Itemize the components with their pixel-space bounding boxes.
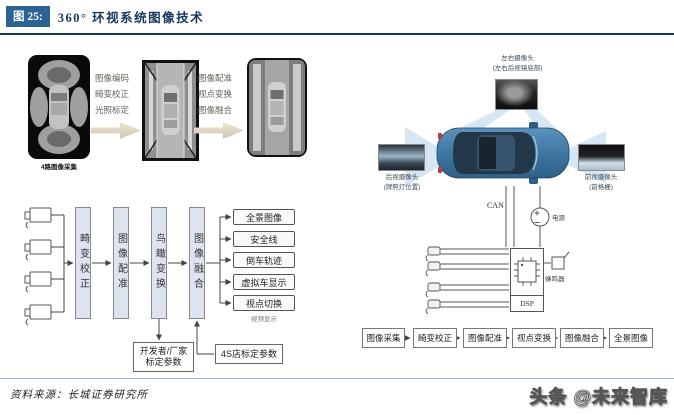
watermark-text: 头条 @未来智库 — [529, 387, 668, 408]
figure-header: 图 25: 360° 环视系统图像技术 — [6, 6, 204, 27]
pipeline-step-panorama: 全景图像 — [609, 328, 653, 348]
stage1-caption: 4路图像采集 — [40, 164, 78, 171]
arrow1-label-2: 畸变校正 — [94, 89, 129, 99]
rear-camera-photo — [378, 144, 425, 171]
pipeline-step-distortion: 畸变校正 — [413, 328, 457, 348]
side-mirror-camera-photo — [495, 79, 538, 110]
process-box-birdview-transform: 鸟瞰变换 — [151, 207, 167, 319]
process-box-distortion-correction: 畸变校正 — [75, 207, 91, 319]
dsp-label: DSP — [511, 295, 543, 311]
top-camera-label: 左右摄像头 (左右后视镜底部) — [470, 54, 565, 73]
dsp-chip-icon — [514, 257, 540, 286]
pipeline-step-fusion: 图像融合 — [560, 328, 604, 348]
dsp-unit-box: DSP — [510, 248, 544, 312]
output-box-reverse-track: 倒车轨迹 — [233, 252, 295, 268]
corrected-view-drawing — [145, 63, 196, 158]
source-note: 资料来源：长城证券研究所 — [10, 390, 148, 401]
corrected-view-image — [142, 60, 199, 161]
param-box-developer-line1: 开发者/厂家 — [139, 346, 188, 356]
block-arrow-icon — [91, 122, 141, 139]
arrow2-label-2: 视点变换 — [197, 89, 232, 99]
power-source-icon — [530, 207, 550, 227]
outputs-caption: 视频显示 — [251, 316, 277, 323]
can-bus-label: CAN — [487, 201, 504, 210]
output-box-safety-line: 安全线 — [233, 231, 295, 247]
output-box-viewpoint-switch: 视点切换 — [233, 295, 295, 311]
top-camera-label-line1: 左右摄像头 — [501, 55, 534, 62]
buzzer-label: 蜂鸣器 — [545, 276, 565, 283]
param-box-4s-shop: 4S店标定参数 — [215, 344, 283, 364]
output-box-panoramic-image: 全景图像 — [233, 209, 295, 225]
flowchart-camera-icons — [24, 207, 52, 326]
stitched-view-image — [247, 58, 307, 157]
arrow1-label-1: 图像编码 — [94, 73, 129, 83]
header-rule — [0, 33, 674, 35]
rear-camera-label: 后视摄像头 (牌照灯位置) — [366, 173, 438, 192]
param-box-developer-line2: 标定参数 — [145, 357, 182, 367]
figure-title: 360° 环视系统图像技术 — [57, 11, 205, 25]
front-camera-label-line1: 前视摄像头 — [584, 174, 618, 181]
process-box-image-fusion: 图像融合 — [189, 207, 205, 319]
buzzer-icon — [551, 251, 570, 270]
front-camera-label: 前视摄像头 (前格栅) — [565, 173, 637, 192]
pipeline-step-registration: 图像配准 — [463, 328, 507, 348]
footer-rule — [0, 378, 674, 379]
figure-badge: 图 25: — [6, 6, 50, 27]
param-box-developer: 开发者/厂家 标定参数 — [133, 342, 194, 372]
top-camera-label-line2: (左右后视镜底部) — [492, 64, 543, 72]
rear-camera-label-line1: 后视摄像头 — [385, 174, 419, 181]
process-box-image-registration: 图像配准 — [113, 207, 129, 319]
power-label: 电源 — [552, 215, 565, 222]
arrow1-label-3: 光照标定 — [94, 105, 129, 115]
output-box-virtual-car: 虚拟车显示 — [233, 274, 295, 290]
arrow2-labels: 图像配准 视点变换 图像融合 — [191, 70, 239, 118]
car-top-view — [436, 122, 570, 184]
fisheye-capture-drawing — [30, 60, 88, 154]
fisheye-capture-image — [28, 55, 90, 159]
pipeline-step-capture: 图像采集 — [362, 328, 405, 348]
arrow2-label-3: 图像融合 — [197, 105, 232, 115]
front-camera-label-line2: (前格栅) — [589, 183, 613, 191]
rear-camera-label-line2: (牌照灯位置) — [383, 183, 421, 191]
pipeline-step-viewpoint: 视点变换 — [512, 328, 556, 348]
stitched-view-drawing — [249, 60, 305, 155]
block-arrow-icon — [194, 122, 244, 139]
circuit-camera-icons — [425, 246, 509, 315]
arrow2-label-1: 图像配准 — [197, 73, 232, 83]
arrow1-labels: 图像编码 畸变校正 光照标定 — [88, 70, 136, 118]
front-camera-photo — [578, 144, 625, 171]
